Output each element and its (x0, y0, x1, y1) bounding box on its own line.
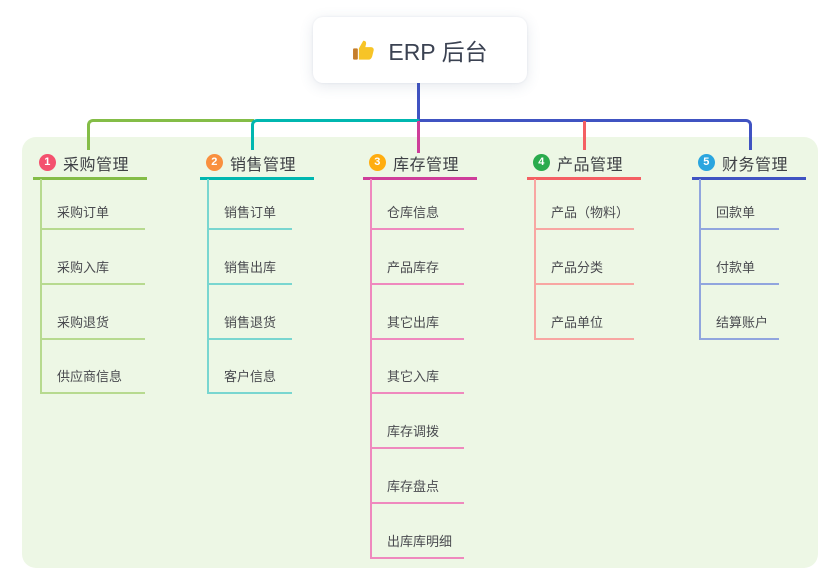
child-node[interactable]: 供应商信息 (40, 358, 145, 395)
child-topic-label: 结算账户 (716, 314, 769, 330)
child-topic-label: 客户信息 (224, 369, 277, 385)
connector-elbow-purchase (87, 119, 254, 150)
child-topic-label: 付款单 (716, 259, 756, 275)
child-topic-label: 库存盘点 (387, 479, 440, 494)
branch-group-panel (22, 137, 818, 568)
child-node[interactable]: 产品单位 (534, 304, 634, 340)
branch-title-label: 财务管理 (722, 156, 789, 174)
child-node[interactable]: 结算账户 (699, 304, 779, 340)
branch-vertical-line (534, 179, 536, 340)
child-node[interactable]: 采购订单 (40, 194, 145, 230)
connector-elbow-finance (419, 119, 752, 150)
child-topic-label: 回款单 (716, 205, 756, 220)
branch-vertical-line (40, 179, 42, 395)
child-node[interactable]: 客户信息 (207, 358, 292, 395)
child-topic-label: 其它入库 (387, 369, 440, 385)
branch-number-badge: 5 (698, 154, 715, 171)
child-topic-label: 其它出库 (387, 314, 440, 330)
child-topic-label: 库存调拨 (387, 424, 440, 440)
branch-title-label: 采购管理 (63, 156, 130, 174)
child-node[interactable]: 产品（物料） (534, 194, 634, 230)
child-node[interactable]: 其它出库 (370, 304, 464, 340)
child-node[interactable]: 产品库存 (370, 249, 464, 285)
branch-node-1[interactable]: 1 采购管理 (33, 148, 147, 180)
branch-number-badge: 1 (39, 154, 56, 171)
child-topic-label: 产品（物料） (551, 205, 630, 220)
child-node[interactable]: 出库库明细 (370, 523, 464, 559)
child-topic-label: 采购订单 (57, 205, 110, 220)
child-node[interactable]: 其它入库 (370, 358, 464, 395)
branch-vertical-line (207, 179, 209, 395)
child-node[interactable]: 付款单 (699, 249, 779, 285)
thumbs-up-icon (353, 40, 375, 60)
child-node[interactable]: 仓库信息 (370, 194, 464, 230)
child-topic-label: 采购入库 (57, 259, 110, 275)
branch-number-badge: 4 (533, 154, 550, 171)
connector-drop-inventory (417, 121, 420, 153)
child-topic-label: 销售订单 (224, 205, 277, 220)
child-topic-label: 销售退货 (224, 314, 277, 330)
child-node[interactable]: 采购入库 (40, 249, 145, 285)
child-node[interactable]: 销售订单 (207, 194, 292, 230)
branch-number-badge: 2 (206, 154, 223, 171)
branch-node-3[interactable]: 3 库存管理 (363, 148, 477, 180)
connector-drop-product (583, 121, 586, 150)
connector-elbow-sales (251, 119, 420, 150)
branch-title-label: 销售管理 (230, 156, 297, 174)
child-topic-label: 产品分类 (551, 259, 604, 275)
child-topic-label: 仓库信息 (387, 205, 440, 220)
branch-title-label: 库存管理 (393, 156, 460, 174)
child-topic-label: 采购退货 (57, 314, 110, 330)
child-node[interactable]: 库存盘点 (370, 468, 464, 504)
root-connector-line (417, 82, 420, 121)
branch-vertical-line (370, 179, 372, 559)
child-node[interactable]: 销售退货 (207, 304, 292, 340)
child-node[interactable]: 采购退货 (40, 304, 145, 340)
child-topic-label: 出库库明细 (387, 533, 453, 549)
root-node[interactable]: ERP 后台 (313, 17, 527, 83)
branch-vertical-line (699, 179, 701, 340)
child-node[interactable]: 产品分类 (534, 249, 634, 285)
child-topic-label: 供应商信息 (57, 369, 123, 385)
child-node[interactable]: 库存调拨 (370, 413, 464, 450)
branch-node-2[interactable]: 2 销售管理 (200, 148, 314, 180)
branch-node-5[interactable]: 5 财务管理 (692, 148, 806, 180)
branch-title-label: 产品管理 (557, 156, 624, 174)
branch-number-badge: 3 (369, 154, 386, 171)
child-topic-label: 产品单位 (551, 314, 604, 330)
root-label: ERP 后台 (388, 39, 488, 65)
child-topic-label: 产品库存 (387, 259, 440, 275)
child-node[interactable]: 回款单 (699, 194, 779, 230)
child-topic-label: 销售出库 (224, 259, 277, 275)
child-node[interactable]: 销售出库 (207, 249, 292, 285)
branch-node-4[interactable]: 4 产品管理 (527, 148, 641, 180)
